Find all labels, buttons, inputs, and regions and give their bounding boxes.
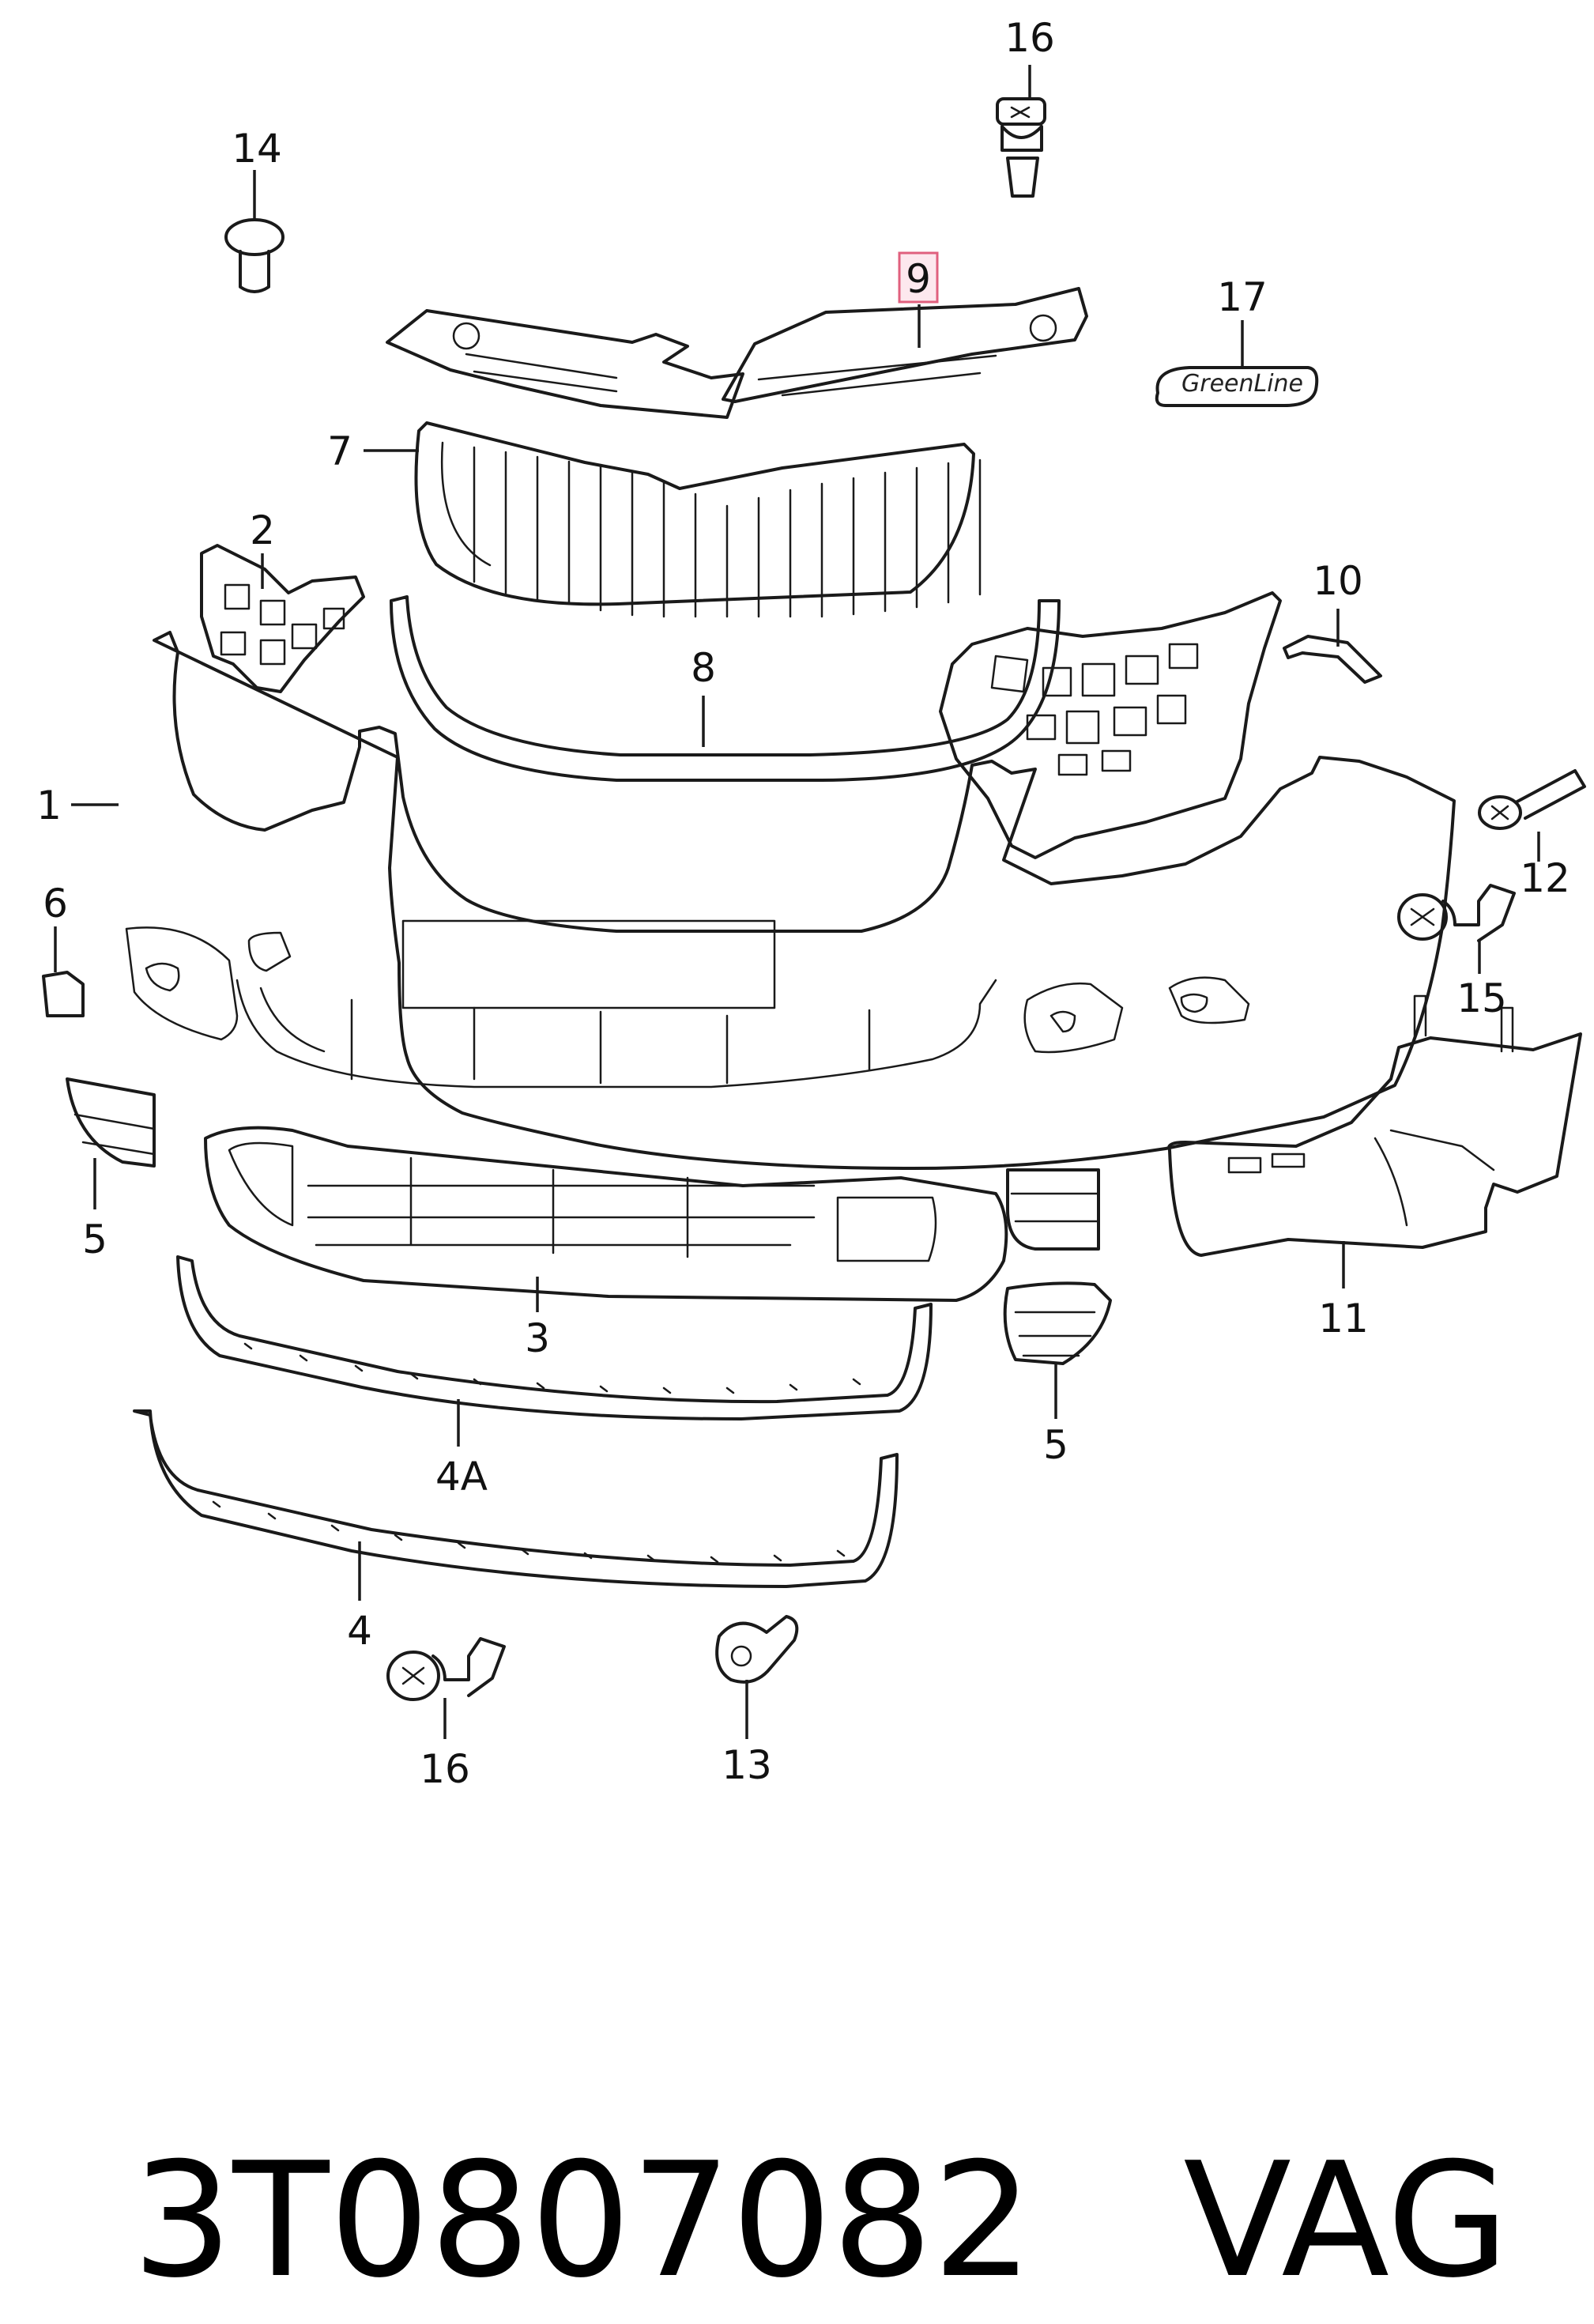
- callout-5-right: 5: [1043, 1422, 1068, 1468]
- part-11-bracket: [1167, 994, 1582, 1257]
- callout-10: 10: [1313, 558, 1363, 604]
- part-7-grille: [414, 421, 982, 618]
- part-16-top-screw: [996, 97, 1046, 198]
- part-5-insert-right-lower: [1003, 1281, 1112, 1365]
- callout-12: 12: [1520, 855, 1570, 901]
- footer-caption: 3T0807082 VAG: [32, 1913, 1565, 2313]
- part-14-plug: [224, 218, 285, 293]
- badge-label: GreenLine: [1181, 370, 1303, 398]
- part-6-clip: [42, 971, 85, 1017]
- callout-8: 8: [691, 645, 716, 691]
- part-5-insert-right-upper: [1006, 1168, 1100, 1251]
- callout-15: 15: [1456, 975, 1507, 1021]
- callout-1: 1: [36, 783, 62, 828]
- callout-5-left: 5: [82, 1217, 107, 1262]
- brand-name: VAG: [1183, 2129, 1509, 2313]
- callout-9: 9: [906, 256, 931, 302]
- callout-14: 14: [232, 126, 282, 172]
- callout-7: 7: [327, 428, 352, 474]
- part-15-clip: [1397, 884, 1516, 942]
- callout-4a: 4A: [435, 1454, 488, 1500]
- part-13-plug: [715, 1615, 799, 1684]
- part-2-bracket-left: [200, 544, 365, 693]
- callout-6: 6: [43, 881, 68, 926]
- part-12-screw: [1478, 769, 1586, 830]
- part-10-trim: [1283, 635, 1382, 684]
- callout-16-bottom: 16: [420, 1746, 470, 1792]
- part-9-bracket-right: [722, 287, 1088, 403]
- part-16-bottom-clip: [386, 1637, 506, 1701]
- callout-3: 3: [525, 1315, 550, 1361]
- callout-13: 13: [722, 1742, 772, 1788]
- part-5-insert-left: [66, 1077, 156, 1168]
- callout-17: 17: [1217, 274, 1268, 320]
- part-number: 3T0807082: [132, 2129, 1034, 2313]
- part-17-greenline-badge: GreenLine: [1155, 366, 1319, 407]
- part-2-bracket-right: [939, 591, 1282, 859]
- part-9-bracket-left: [386, 309, 744, 419]
- part-4a-strip: [176, 1255, 933, 1420]
- callout-16-top: 16: [1004, 15, 1055, 61]
- part-4-strip: [133, 1409, 899, 1588]
- part-3-lower-grille: [204, 1126, 1008, 1302]
- part-8-frame-strip: [390, 595, 1061, 782]
- callout-2: 2: [250, 507, 275, 553]
- parts-diagram: GreenLine: [36, 15, 1586, 1792]
- callout-4: 4: [347, 1608, 372, 1654]
- callout-11: 11: [1318, 1296, 1369, 1341]
- part-1-bumper: [125, 631, 1456, 1170]
- callout-9-highlight: [898, 251, 939, 304]
